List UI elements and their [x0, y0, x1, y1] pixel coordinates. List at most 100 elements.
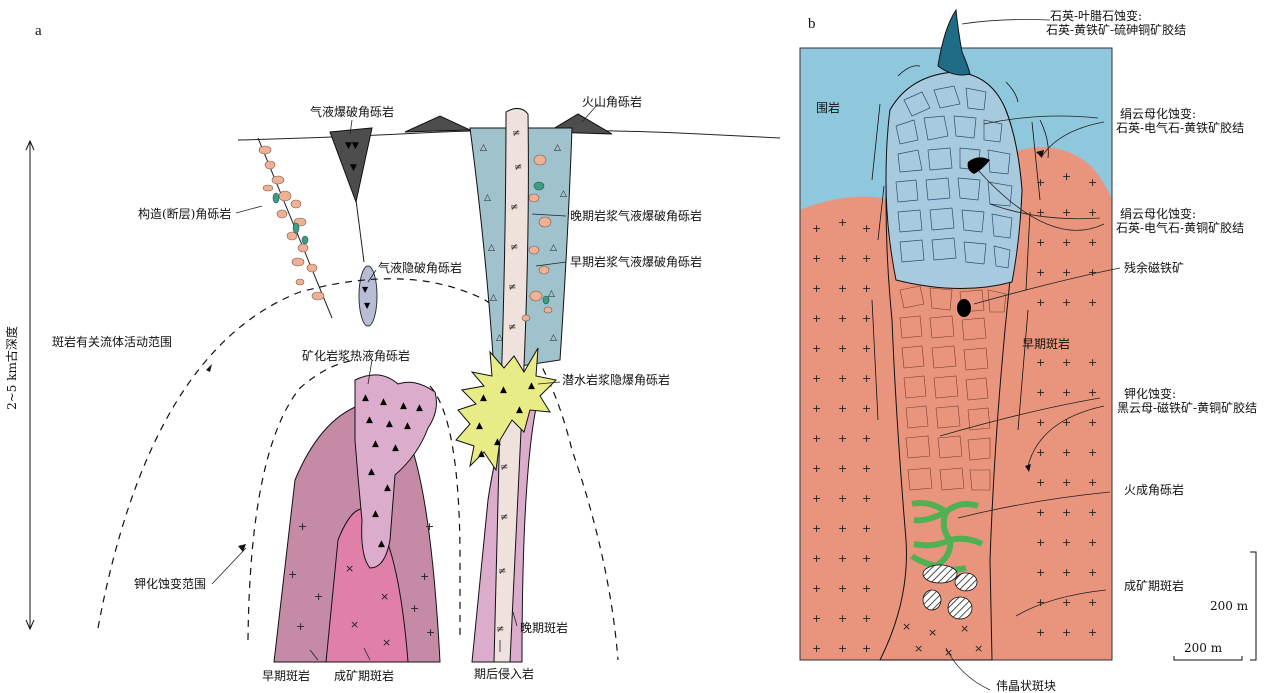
pegmatite-patch-3: [923, 590, 941, 610]
svg-text:△: △: [554, 143, 561, 153]
svg-text:+: +: [812, 612, 821, 625]
svg-text:+: +: [862, 612, 871, 625]
label-fault-breccia: 构造(断层)角砾岩: [138, 206, 231, 221]
svg-text:+: +: [838, 432, 847, 445]
svg-text:+: +: [838, 252, 847, 265]
svg-text:▲: ▲: [478, 449, 485, 459]
svg-text:+: +: [1062, 356, 1071, 369]
alteration-4-sub: 黑云母-磁铁矿-黄铜矿胶结: [1117, 400, 1257, 415]
svg-text:×: ×: [960, 622, 969, 635]
label-igneous-breccia: 火成角砾岩: [1124, 482, 1184, 497]
svg-text:+: +: [1088, 596, 1097, 609]
svg-text:≠: ≠: [514, 162, 522, 173]
svg-text:+: +: [1036, 506, 1045, 519]
svg-text:+: +: [862, 222, 871, 235]
svg-text:▲: ▲: [528, 381, 535, 391]
svg-text:+: +: [812, 582, 821, 595]
svg-text:+: +: [1088, 296, 1097, 309]
depth-label: 2~5 km古深度: [4, 326, 19, 410]
svg-text:▼▼: ▼▼: [345, 141, 359, 151]
svg-text:+: +: [1062, 236, 1071, 249]
svg-text:+: +: [1036, 176, 1045, 189]
label-early-porphyry-b: 早期斑岩: [1022, 336, 1070, 351]
svg-text:+: +: [812, 642, 821, 655]
svg-text:≠: ≠: [498, 566, 506, 577]
svg-text:△: △: [550, 333, 557, 343]
svg-text:+: +: [1088, 236, 1097, 249]
svg-text:+: +: [1062, 266, 1071, 279]
svg-text:▼: ▼: [362, 285, 369, 294]
svg-text:+: +: [1036, 446, 1045, 459]
label-post-intrusion: 期后侵入岩: [474, 666, 534, 681]
panel-a: a 2~5 km古深度 ▼▼ ▼: [4, 23, 780, 683]
svg-text:▲: ▲: [368, 467, 375, 477]
svg-text:+: +: [812, 222, 821, 235]
svg-text:+: +: [812, 402, 821, 415]
pegmatite-patch-1: [923, 565, 957, 583]
label-wall-rock: 围岩: [816, 100, 840, 115]
svg-text:+: +: [1036, 416, 1045, 429]
svg-text:+: +: [1062, 626, 1071, 639]
svg-text:▲: ▲: [516, 405, 523, 415]
svg-text:×: ×: [380, 590, 389, 603]
svg-text:▲: ▲: [384, 483, 391, 493]
depth-arrow: [26, 141, 34, 629]
label-early-porphyry: 早期斑岩: [262, 668, 310, 683]
label-ore-porphyry-b: 成矿期斑岩: [1124, 578, 1184, 593]
scale-vertical-label: 200 m: [1210, 599, 1249, 613]
label-volcanic-breccia: 火山角砾岩: [582, 94, 642, 109]
label-residual-magnetite: 残余磁铁矿: [1124, 260, 1184, 275]
alteration-2-title: 绢云母化蚀变:: [1120, 106, 1196, 121]
svg-text:×: ×: [914, 642, 923, 655]
svg-text:▲: ▲: [372, 509, 379, 519]
panel-b: b: [800, 8, 1257, 693]
svg-text:+: +: [1088, 626, 1097, 639]
svg-text:≠: ≠: [508, 282, 516, 293]
svg-text:+: +: [1088, 506, 1097, 519]
svg-text:▲: ▲: [404, 421, 411, 431]
quartz-pyrophyllite-cap: [938, 10, 970, 75]
svg-text:▲: ▲: [386, 419, 393, 429]
svg-text:+: +: [862, 252, 871, 265]
svg-text:△: △: [550, 243, 557, 253]
svg-text:+: +: [812, 492, 821, 505]
svg-text:+: +: [1062, 446, 1071, 459]
svg-text:+: +: [1088, 206, 1097, 219]
svg-text:+: +: [1088, 536, 1097, 549]
svg-text:+: +: [838, 372, 847, 385]
svg-text:△: △: [560, 189, 567, 199]
svg-text:+: +: [1036, 266, 1045, 279]
svg-text:+: +: [1036, 296, 1045, 309]
svg-text:▼: ▼: [350, 163, 357, 173]
label-early-magma-breccia: 早期岩浆气液爆破角砾岩: [570, 254, 702, 269]
svg-text:×: ×: [928, 626, 937, 639]
svg-text:+: +: [1036, 386, 1045, 399]
svg-text:+: +: [1088, 176, 1097, 189]
svg-text:+: +: [1036, 566, 1045, 579]
svg-text:+: +: [862, 402, 871, 415]
svg-text:▲: ▲: [416, 403, 423, 413]
volcanic-breccia-left: [405, 116, 470, 132]
svg-text:≠: ≠: [510, 242, 518, 253]
svg-text:+: +: [862, 642, 871, 655]
svg-text:+: +: [1062, 506, 1071, 519]
svg-text:+: +: [862, 312, 871, 325]
svg-text:+: +: [862, 522, 871, 535]
svg-text:▲: ▲: [480, 393, 487, 403]
alteration-3-title: 绢云母化蚀变:: [1120, 206, 1196, 221]
svg-text:≠: ≠: [508, 322, 516, 333]
svg-text:+: +: [838, 462, 847, 475]
svg-text:×: ×: [382, 636, 391, 649]
svg-text:+: +: [862, 492, 871, 505]
svg-text:▲: ▲: [476, 421, 483, 431]
svg-text:+: +: [1062, 476, 1071, 489]
svg-text:+: +: [426, 626, 435, 639]
label-ore-porphyry: 成矿期斑岩: [334, 668, 394, 683]
svg-text:+: +: [862, 432, 871, 445]
svg-text:+: +: [1062, 386, 1071, 399]
svg-text:+: +: [296, 620, 305, 633]
svg-text:+: +: [1088, 476, 1097, 489]
svg-text:×: ×: [902, 620, 911, 633]
svg-text:△: △: [548, 289, 555, 299]
panel-b-letter: b: [808, 16, 816, 32]
